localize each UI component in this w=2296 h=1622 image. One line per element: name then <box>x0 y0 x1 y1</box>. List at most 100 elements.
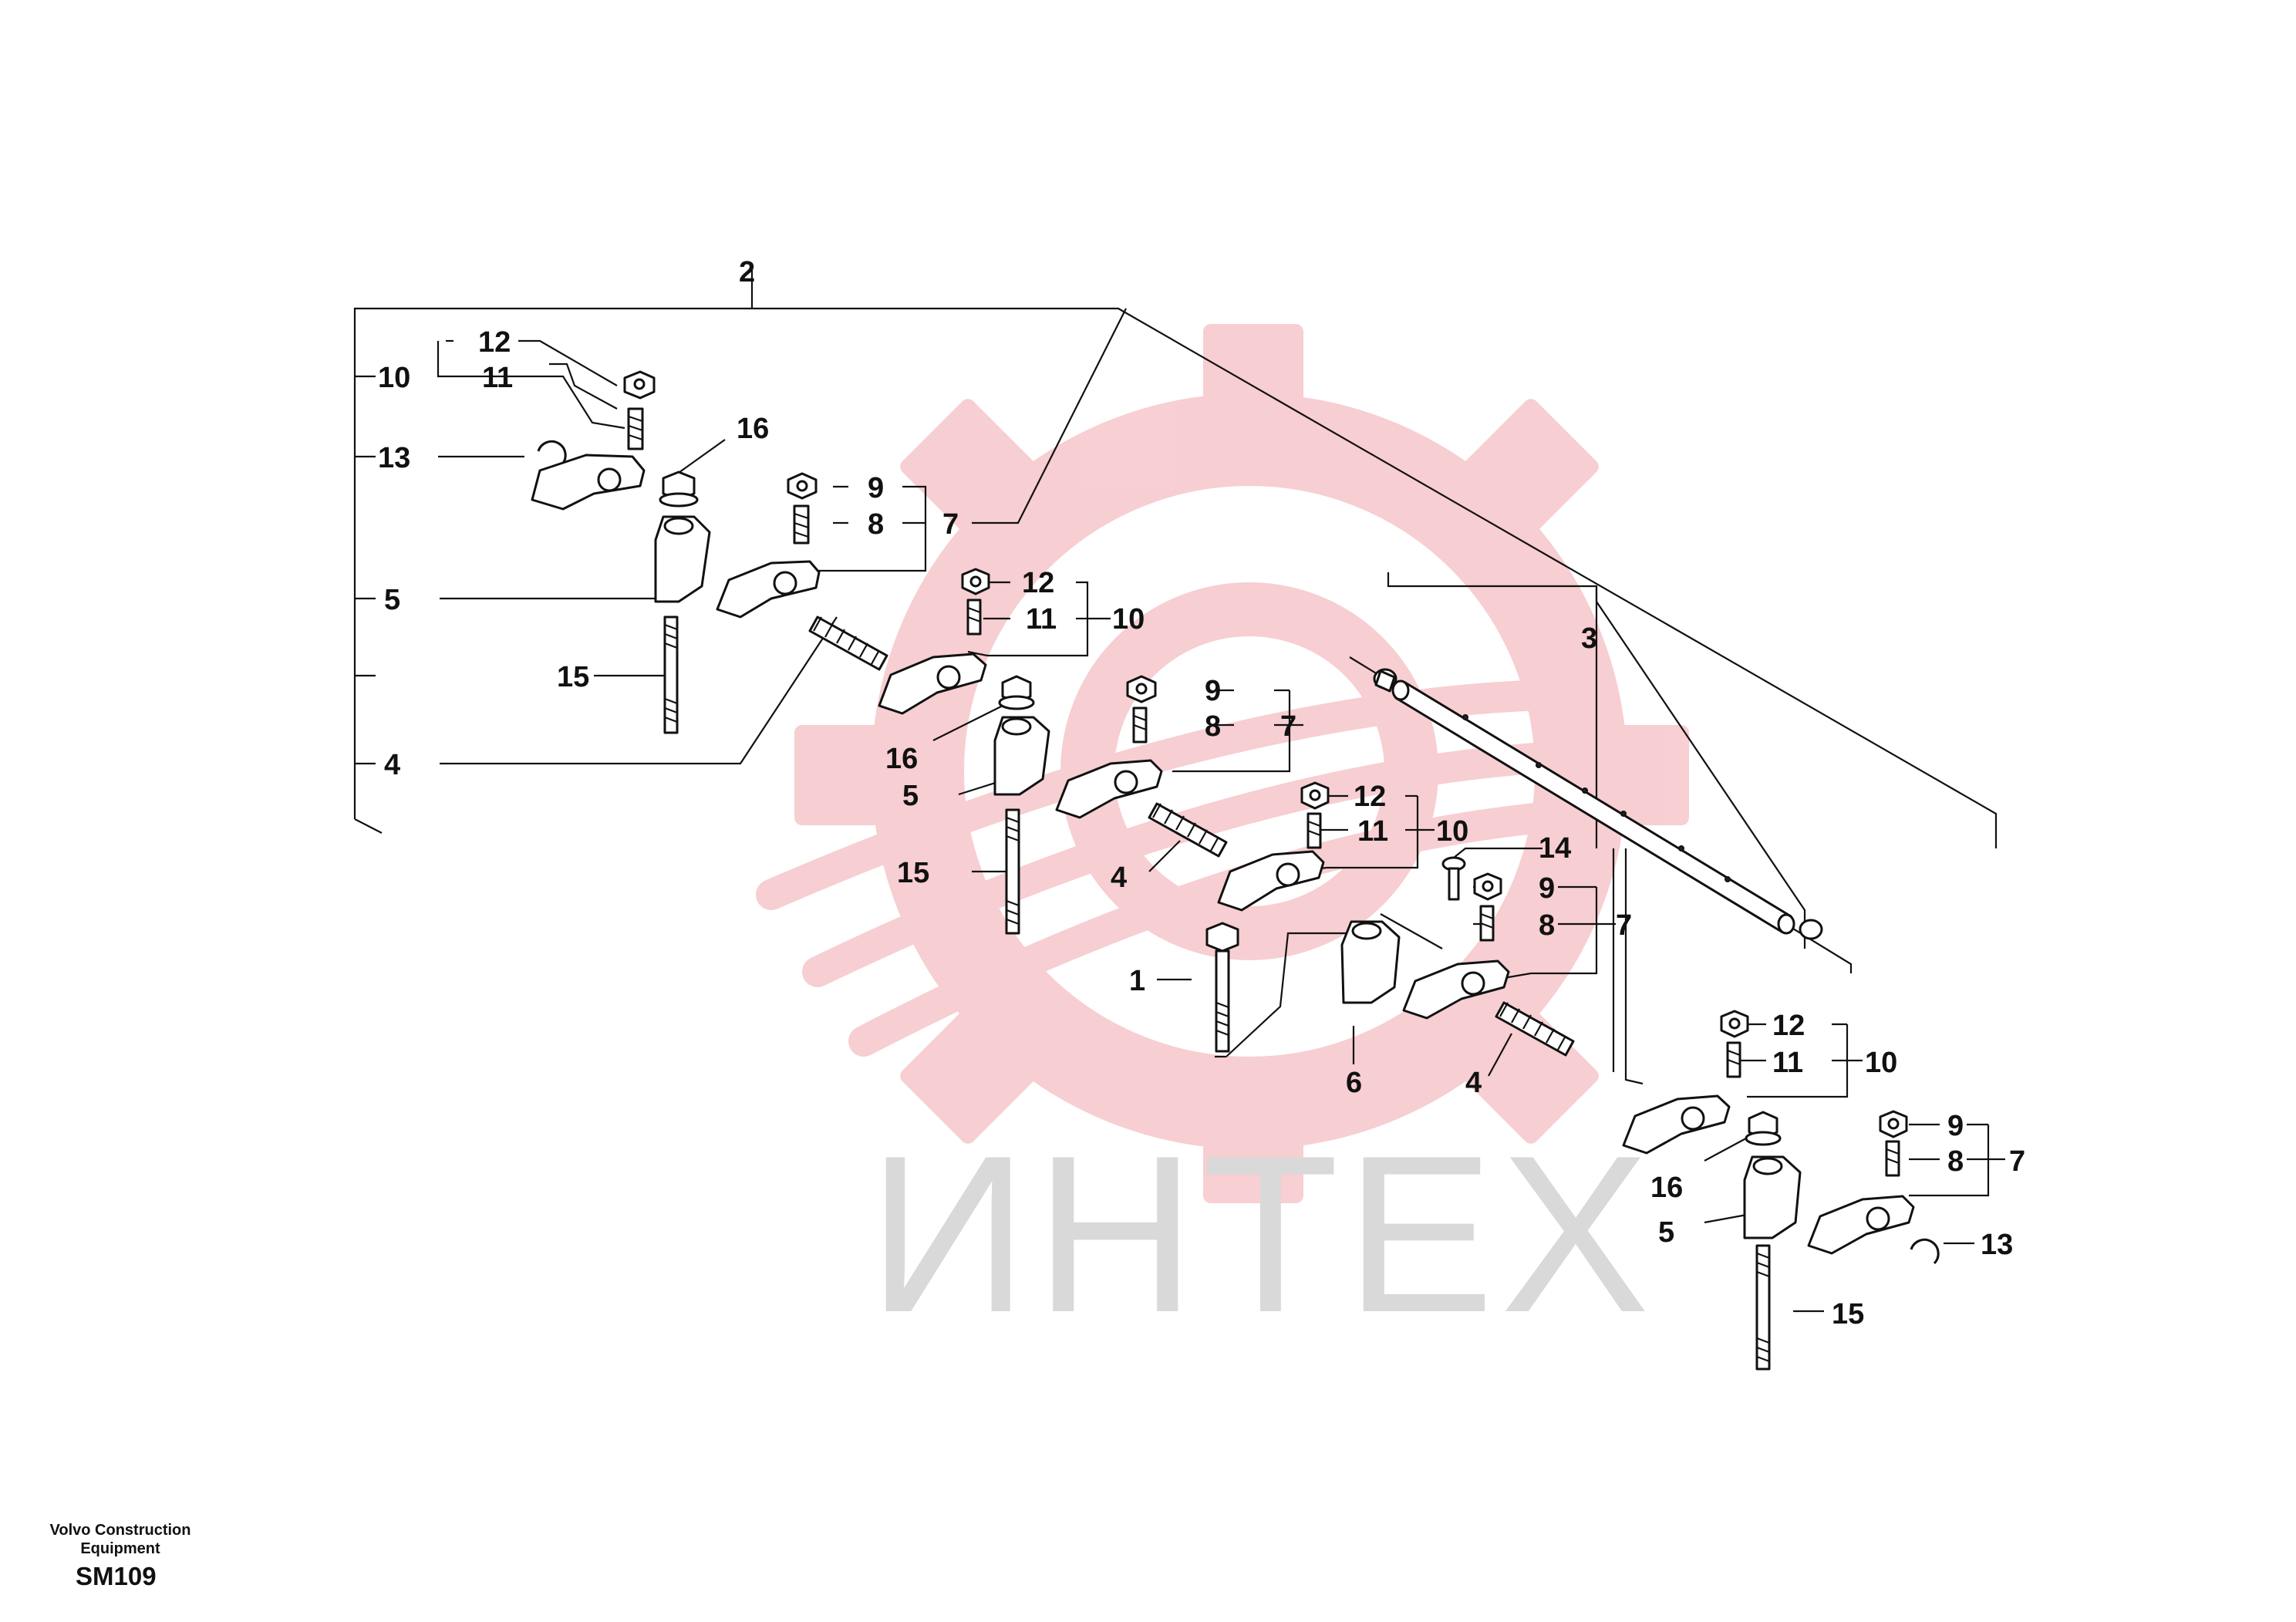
watermark-gear-logo <box>756 324 1689 1203</box>
adjusting-screw-icon <box>793 504 810 545</box>
callout-4: 4 <box>1465 1067 1482 1099</box>
callout-7: 7 <box>942 508 959 541</box>
group-d-callouts: 12 11 10 14 9 8 7 1 6 4 <box>1129 781 1632 1099</box>
callout-10: 10 <box>1436 815 1468 848</box>
callout-12: 12 <box>1354 781 1386 813</box>
rocker-bracket-icon <box>993 716 1050 796</box>
callout-7: 7 <box>2009 1145 2025 1178</box>
rocker-shaft-3 <box>1373 668 1823 940</box>
spring-icon <box>1148 802 1228 858</box>
flange-nut-icon <box>998 675 1035 710</box>
adjusting-screw-icon <box>1885 1140 1900 1177</box>
shaft-plug-icon <box>1373 668 1397 693</box>
callout-15: 15 <box>557 661 589 693</box>
group-b-callouts: 12 11 10 9 8 7 16 5 15 4 <box>885 567 1296 894</box>
figure-code: SM109 <box>76 1562 157 1590</box>
callout-15: 15 <box>1832 1298 1864 1330</box>
adjusting-screw-icon <box>1479 905 1495 942</box>
rocker-bracket-icon <box>1340 920 1401 1004</box>
flange-nut-icon <box>659 470 699 508</box>
callout-11: 11 <box>1772 1047 1803 1079</box>
adjusting-screw-icon <box>1726 1041 1741 1078</box>
rocker-arm-icon <box>878 653 987 715</box>
callout-10: 10 <box>378 362 410 394</box>
callout-10: 10 <box>1865 1047 1897 1079</box>
group-d-parts <box>1205 781 1575 1057</box>
callout-1: 1 <box>1129 965 1145 997</box>
group-a-leaders <box>355 339 927 765</box>
footer-brand-line1: Volvo Construction <box>50 1522 191 1539</box>
callout-2: 2 <box>739 256 755 288</box>
adjusting-screw-icon <box>1306 812 1322 849</box>
group-a-callouts: 2 12 10 11 16 13 9 8 7 5 15 4 <box>378 256 959 781</box>
callout-6: 6 <box>1346 1067 1362 1099</box>
callout-13: 13 <box>378 442 410 474</box>
callout-11: 11 <box>482 362 513 394</box>
callout-4: 4 <box>384 749 400 781</box>
callout-9: 9 <box>1947 1110 1964 1142</box>
callout-16: 16 <box>885 743 918 775</box>
nut-icon <box>1473 872 1502 901</box>
callout-8: 8 <box>868 508 884 541</box>
callout-15: 15 <box>897 857 929 889</box>
stud-bolt-icon <box>1755 1244 1771 1371</box>
nut-icon <box>1720 1010 1749 1038</box>
rocker-arm-icon <box>531 454 646 511</box>
callout-4: 4 <box>1111 862 1127 894</box>
callout-9: 9 <box>868 472 884 504</box>
rocker-arm-icon <box>1807 1195 1915 1255</box>
adjusting-screw-icon <box>966 599 982 636</box>
nut-icon <box>1126 675 1157 703</box>
callout-5: 5 <box>1658 1216 1674 1249</box>
footer-brand-line2: Equipment <box>80 1540 160 1557</box>
flange-nut-icon <box>1745 1111 1782 1146</box>
screw-icon <box>1441 856 1466 901</box>
rocker-bracket-icon <box>1743 1155 1802 1239</box>
callout-8: 8 <box>1205 710 1221 743</box>
callout-16: 16 <box>1650 1172 1683 1204</box>
rocker-bracket-icon <box>654 515 711 603</box>
callout-12: 12 <box>478 326 511 359</box>
watermark-text: ИНТЕХ <box>868 1109 1656 1359</box>
stud-bolt-icon <box>1005 808 1020 935</box>
group-e-callouts: 12 11 10 9 8 7 16 5 13 15 <box>1650 1010 2025 1330</box>
adjusting-screw-icon <box>1132 706 1148 744</box>
callout-7: 7 <box>1280 710 1296 743</box>
callout-11: 11 <box>1357 815 1388 848</box>
group-a-parts <box>531 370 888 734</box>
callout-8: 8 <box>1539 909 1555 942</box>
callout-13: 13 <box>1981 1229 2013 1261</box>
callout-9: 9 <box>1205 675 1221 707</box>
nut-icon <box>1879 1110 1908 1138</box>
snap-ring-icon <box>1910 1238 1940 1265</box>
footer: Volvo Construction Equipment SM109 <box>50 1522 191 1590</box>
nut-icon <box>961 568 990 595</box>
rocker-arm-icon <box>716 560 821 619</box>
callout-12: 12 <box>1022 567 1054 599</box>
nut-icon <box>1300 781 1330 810</box>
callout-8: 8 <box>1947 1145 1964 1178</box>
shaft-plug-icon <box>1799 919 1823 940</box>
callout-3: 3 <box>1581 622 1597 655</box>
callout-14: 14 <box>1539 832 1571 865</box>
group-b-parts <box>878 568 1228 935</box>
group-b-leaders <box>932 581 1303 873</box>
spring-icon <box>1495 1001 1575 1057</box>
snap-ring-icon <box>537 440 567 467</box>
adjusting-screw-icon <box>627 407 644 450</box>
nut-icon <box>623 370 656 400</box>
nut-icon <box>787 472 818 500</box>
callout-16: 16 <box>737 413 769 445</box>
rocker-arm-icon <box>1402 959 1510 1020</box>
group-e-parts <box>1622 1010 1940 1371</box>
stud-bolt-icon <box>663 615 679 734</box>
callout-12: 12 <box>1772 1010 1805 1042</box>
callout-11: 11 <box>1026 603 1057 636</box>
rocker-arm-icon <box>1217 850 1325 912</box>
callout-9: 9 <box>1539 872 1555 905</box>
spring-icon <box>808 615 888 671</box>
callout-5: 5 <box>902 780 919 812</box>
callout-10: 10 <box>1112 603 1145 636</box>
callout-7: 7 <box>1616 909 1632 942</box>
